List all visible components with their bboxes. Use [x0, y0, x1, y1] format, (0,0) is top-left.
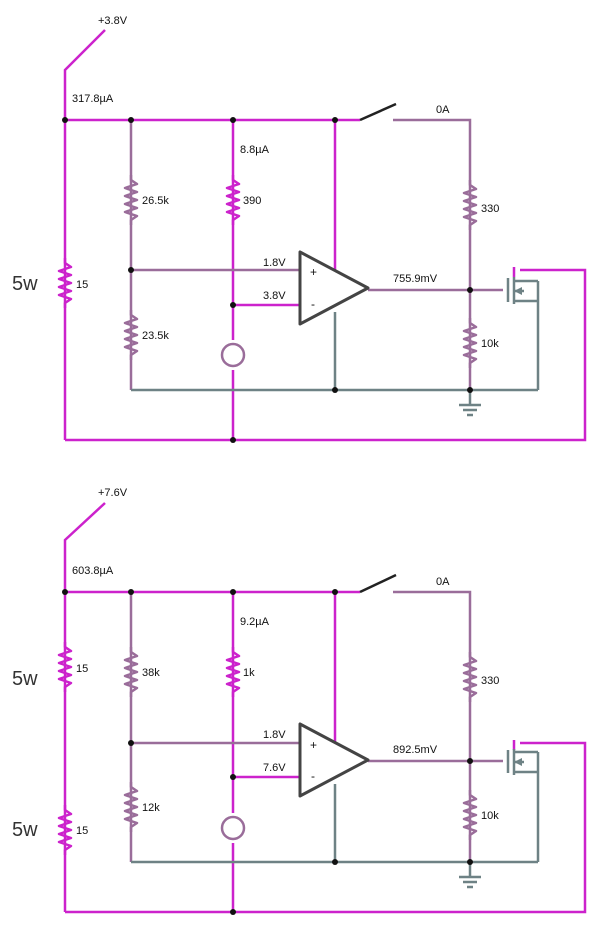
opamp-minus-sign: - — [311, 769, 315, 783]
v-minus-label: 7.6V — [263, 762, 286, 774]
current-source — [220, 342, 246, 368]
resistor-reference — [225, 647, 241, 697]
r-gate-label: 10k — [481, 810, 499, 822]
circuit-1-nodes — [62, 117, 473, 443]
divider-current-label: 8.8µA — [240, 144, 270, 156]
node — [230, 589, 236, 595]
power-label: 5w — [12, 273, 38, 295]
node — [467, 758, 473, 764]
r-top-label: 26.5k — [142, 195, 169, 207]
node — [467, 287, 473, 293]
drain-wire — [393, 590, 472, 862]
circuit-2: + - — [12, 487, 587, 915]
circuit-1-components: + - — [57, 102, 540, 417]
switch-current-label: 0A — [436, 104, 450, 116]
circuit-1-wires — [63, 29, 587, 442]
switch[interactable] — [359, 102, 397, 122]
ground-symbol — [459, 875, 481, 889]
divider-current-label: 9.2µA — [240, 616, 270, 628]
drain-wire — [393, 118, 472, 390]
circuit-2-nodes — [62, 589, 473, 915]
resistor-drain — [462, 180, 478, 230]
resistor-divider-bottom — [123, 782, 139, 832]
node — [467, 859, 473, 865]
r-bottom-label: 23.5k — [142, 330, 169, 342]
r-main-label: 15 — [76, 279, 88, 291]
node — [332, 117, 338, 123]
r-drain-label: 330 — [481, 203, 499, 215]
r-ref-label: 390 — [243, 195, 261, 207]
r-bottom-label: 12k — [142, 802, 160, 814]
node — [230, 437, 236, 443]
resistor-gate — [462, 318, 478, 368]
opamp — [298, 722, 370, 798]
node — [230, 117, 236, 123]
node — [62, 589, 68, 595]
node — [230, 302, 236, 308]
mosfet — [506, 277, 540, 390]
opamp — [298, 250, 370, 326]
v-plus-label: 1.8V — [263, 257, 286, 269]
node — [332, 589, 338, 595]
circuit-2-labels: +7.6V 603.8µA 9.2µA 0A 15 15 38k 12k 1k … — [12, 487, 499, 841]
opamp-plus-sign: + — [310, 265, 317, 279]
switch-current-label: 0A — [436, 576, 450, 588]
r-main-bottom-label: 15 — [76, 825, 88, 837]
node — [128, 589, 134, 595]
node — [230, 774, 236, 780]
ground-symbol — [459, 403, 481, 417]
resistor-drain — [462, 652, 478, 702]
r-main-top-label: 15 — [76, 663, 88, 675]
node — [332, 387, 338, 393]
node — [128, 267, 134, 273]
v-minus-label: 3.8V — [263, 290, 286, 302]
v-out-label: 892.5mV — [393, 744, 438, 756]
node — [128, 117, 134, 123]
v-out-label: 755.9mV — [393, 273, 438, 285]
supply-voltage-label: +7.6V — [98, 487, 128, 499]
node — [467, 387, 473, 393]
node — [128, 740, 134, 746]
resistor-main-bottom — [57, 805, 73, 855]
resistor-divider-top — [123, 647, 139, 697]
supply-current-label: 317.8µA — [72, 93, 114, 105]
supply-voltage-label: +3.8V — [98, 15, 128, 27]
bottom-loop-wire — [65, 741, 587, 914]
mosfet — [506, 749, 540, 862]
resistor-divider-bottom — [123, 310, 139, 360]
r-ref-label: 1k — [243, 667, 255, 679]
resistor-gate — [462, 790, 478, 840]
power-label-bottom: 5w — [12, 819, 38, 841]
resistor-reference — [225, 175, 241, 225]
bottom-loop-wire — [65, 268, 587, 442]
circuit-2-wires — [63, 502, 587, 914]
node — [230, 909, 236, 915]
supply-probe-wire — [63, 29, 106, 120]
resistor-divider-top — [123, 175, 139, 225]
resistor-main — [57, 258, 73, 308]
circuit-1-labels: +3.8V 317.8µA 8.8µA 0A 15 26.5k 23.5k 39… — [12, 15, 499, 350]
r-top-label: 38k — [142, 667, 160, 679]
supply-current-label: 603.8µA — [72, 565, 114, 577]
power-label-top: 5w — [12, 668, 38, 690]
circuit-1: + - — [12, 15, 587, 443]
r-gate-label: 10k — [481, 338, 499, 350]
node — [332, 859, 338, 865]
v-plus-label: 1.8V — [263, 729, 286, 741]
opamp-plus-sign: + — [310, 738, 317, 752]
opamp-minus-sign: - — [311, 297, 315, 311]
current-source — [220, 815, 246, 841]
switch[interactable] — [359, 573, 397, 594]
resistor-main-top — [57, 642, 73, 692]
r-drain-label: 330 — [481, 675, 499, 687]
supply-probe-wire — [63, 502, 106, 592]
node — [62, 117, 68, 123]
circuit-2-components: + - — [57, 573, 540, 889]
